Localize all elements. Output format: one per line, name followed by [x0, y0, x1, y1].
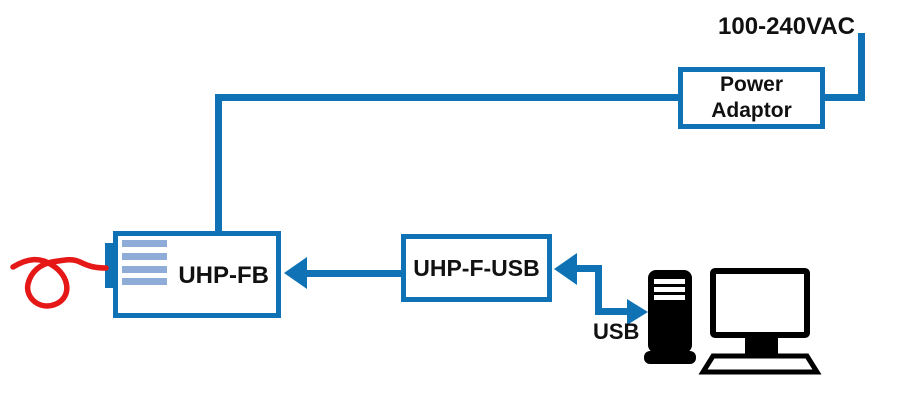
vent-stripe — [122, 240, 167, 247]
power-adaptor-label: Power Adaptor — [711, 73, 792, 122]
computer-icon — [644, 268, 822, 375]
vent-stripe — [122, 278, 167, 285]
ac-line-vertical — [858, 33, 865, 101]
ac-voltage-label: 100-240VAC — [718, 13, 855, 40]
power-line-horizontal — [215, 94, 680, 101]
uhp-f-usb-box: UHP-F-USB — [401, 234, 552, 302]
vent-stripe — [122, 253, 167, 260]
usb-line-top — [574, 265, 602, 272]
uhp-fb-box: UHP-FB — [113, 231, 281, 318]
arrow-into-uhp-f-usb-icon — [554, 253, 577, 285]
uhp-f-usb-label: UHP-F-USB — [413, 254, 540, 281]
fiber-connector — [105, 243, 114, 288]
power-adaptor-box: Power Adaptor — [678, 67, 825, 129]
ac-line-horizontal — [824, 94, 865, 101]
uhpfusb-to-uhpfb-line — [303, 270, 402, 277]
desktop-tower-icon — [644, 270, 696, 364]
fiber-cable-icon — [10, 256, 109, 309]
usb-line-vertical — [595, 265, 602, 315]
power-line-vertical — [215, 94, 222, 231]
uhp-fb-label: UHP-FB — [178, 262, 269, 289]
monitor-icon — [698, 268, 822, 375]
usb-line-bottom — [595, 308, 628, 315]
usb-label: USB — [593, 319, 640, 344]
arrow-into-computer-icon — [627, 299, 648, 325]
vent-stripe — [122, 266, 167, 273]
arrow-into-uhp-fb-icon — [284, 257, 307, 289]
